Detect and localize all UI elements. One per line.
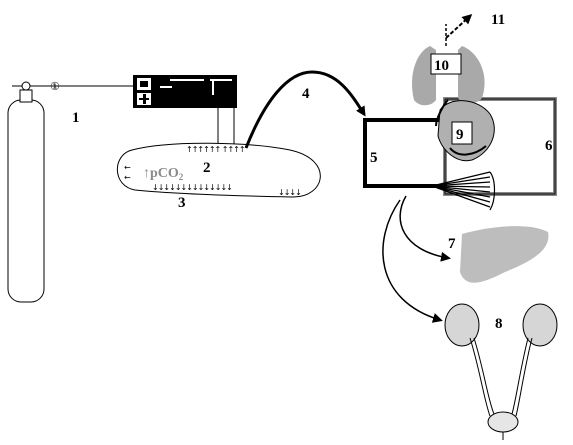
label-7: 7	[448, 236, 456, 252]
bubble-down-arrows-right: ↓↓↓↓	[278, 188, 301, 197]
flow-meter-device	[133, 75, 237, 108]
label-11: 11	[491, 12, 505, 28]
curved-arrow-4	[244, 70, 366, 149]
gas-bubble: ↑↑↑↑↑↑ ↑↑↑↑ ↓↓↓↓↓↓↓↓↓↓↓↓↓↓ ↓↓↓↓ ← ← ↑pCO…	[116, 142, 321, 198]
label-8: 8	[495, 316, 503, 332]
label-4: 4	[302, 86, 310, 102]
label-2: 2	[203, 160, 211, 176]
capillary-fan	[431, 171, 496, 211]
liver	[460, 226, 549, 283]
gas-cylinder: ①	[7, 81, 135, 303]
pco2-label: ↑pCO2	[143, 166, 184, 182]
arrow-to-kidneys	[382, 199, 443, 323]
label-1: 1	[72, 110, 80, 126]
exhale-arrow	[445, 13, 473, 39]
lungs: 10	[411, 24, 485, 106]
arrow-to-liver	[399, 195, 451, 262]
kidneys-bladder	[444, 303, 558, 440]
heart: 9	[435, 99, 495, 162]
label-3: 3	[178, 195, 186, 211]
label-10: 10	[434, 58, 449, 74]
gauge-mark: ①	[50, 81, 60, 93]
bubble-down-arrows: ↓↓↓↓↓↓↓↓↓↓↓↓↓↓	[152, 183, 232, 192]
bubble-up-arrows: ↑↑↑↑↑↑ ↑↑↑↑	[186, 145, 245, 154]
bubble-left-arrow-1: ←	[124, 163, 131, 172]
label-6: 6	[545, 138, 553, 154]
label-5: 5	[370, 150, 378, 166]
bubble-left-arrow-2: ←	[124, 173, 131, 182]
label-9: 9	[456, 127, 464, 143]
